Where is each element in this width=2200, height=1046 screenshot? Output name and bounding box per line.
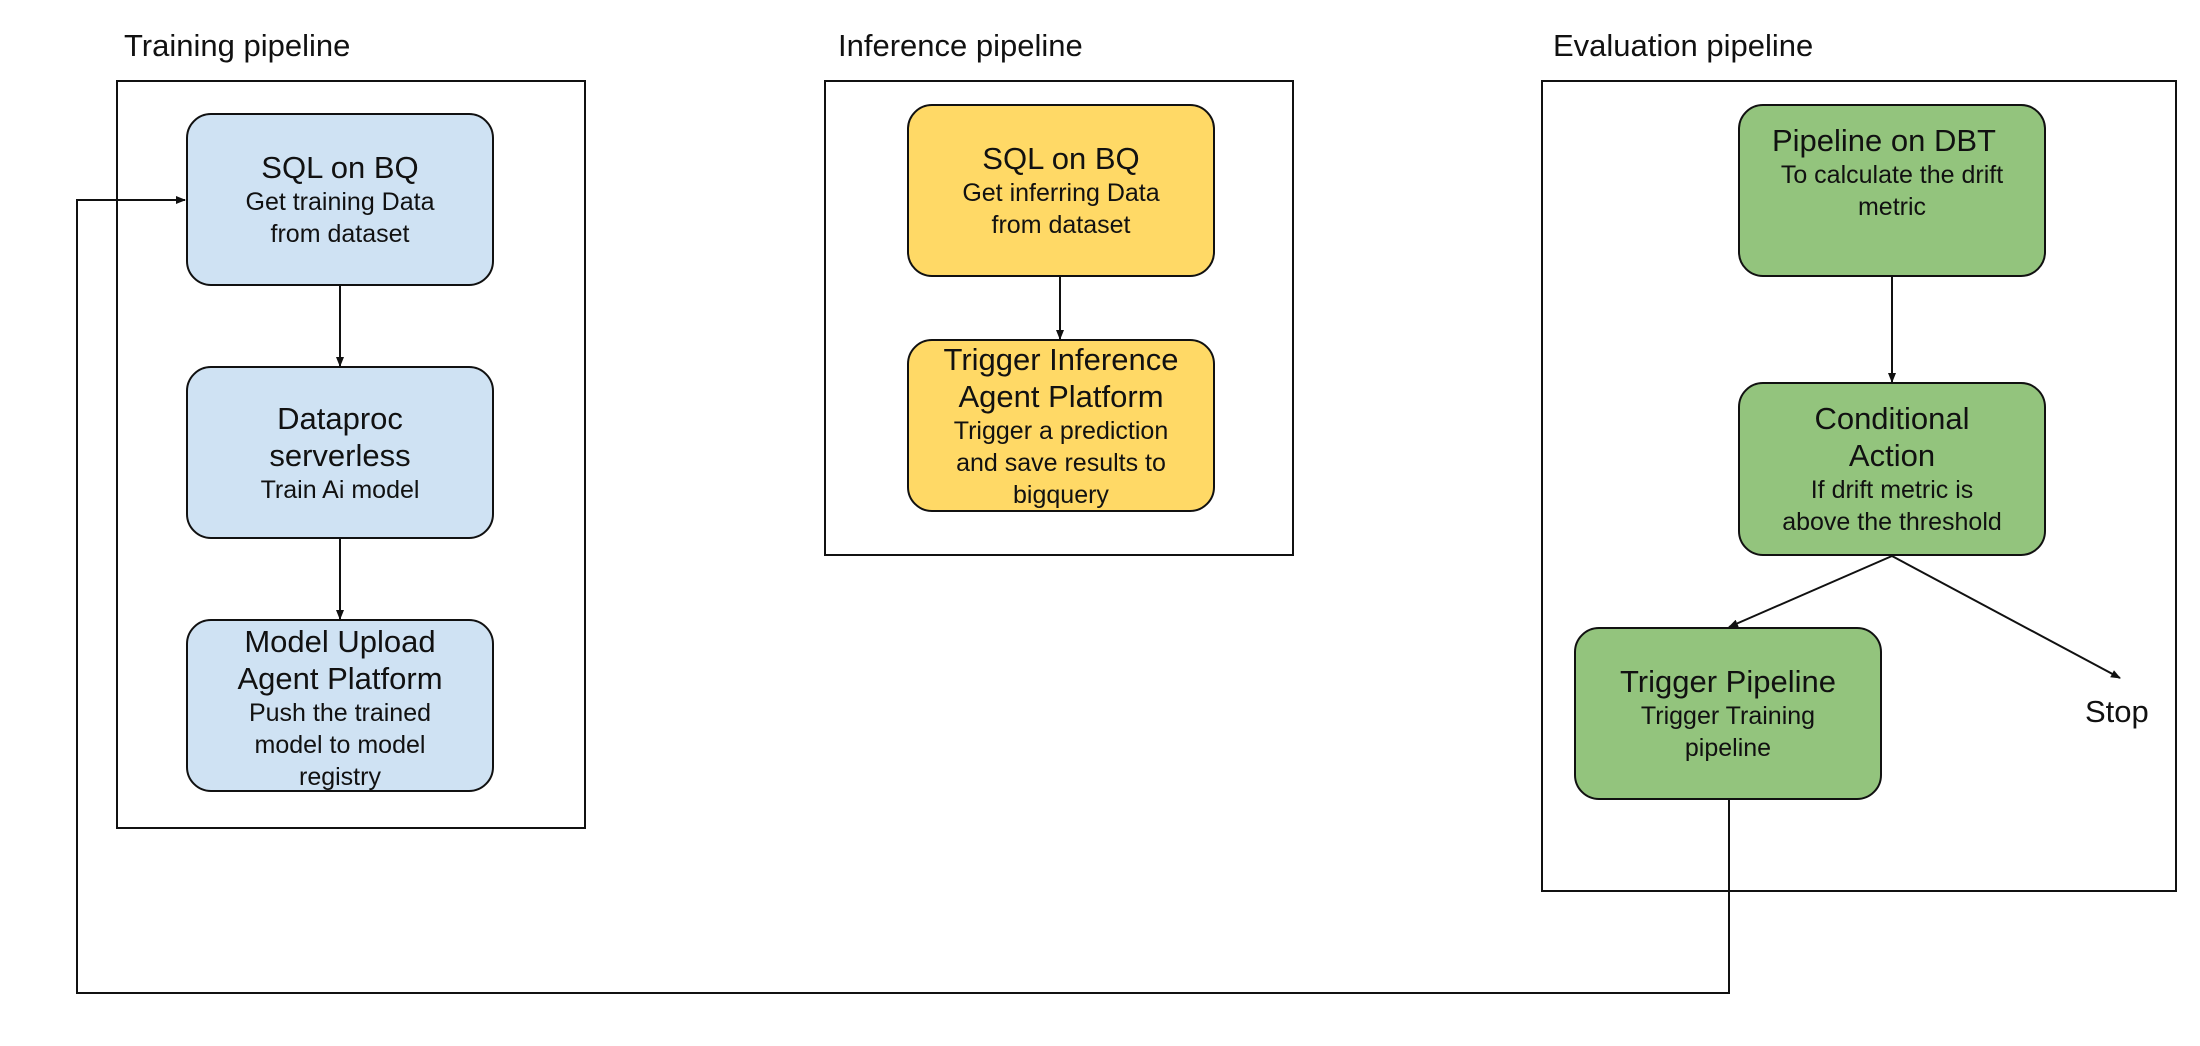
arrow-feedback-loop (76, 196, 1730, 994)
node-title: Trigger Pipeline (1620, 664, 1836, 699)
evaluation-pipeline-frame (1541, 80, 2177, 892)
training-pipeline-title: Training pipeline (124, 28, 351, 63)
node-title: SQL on BQ (982, 141, 1140, 176)
node-description: Trigger a prediction and save results to… (953, 417, 1169, 509)
inference-node-sql-on-bq: SQL on BQ Get inferring Data from datase… (907, 104, 1215, 277)
stop-label: Stop (2085, 694, 2149, 729)
node-title: Conditional Action (1814, 401, 1970, 473)
evaluation-node-trigger-pipeline: Trigger Pipeline Trigger Training pipeli… (1574, 627, 1882, 800)
node-description: If drift metric is above the threshold (1782, 476, 2002, 536)
training-node-model-upload: Model Upload Agent Platform Push the tra… (186, 619, 494, 792)
inference-pipeline-title: Inference pipeline (838, 28, 1083, 63)
training-pipeline-frame (116, 80, 586, 829)
node-title: SQL on BQ (261, 150, 419, 185)
node-description: Get training Data from dataset (245, 188, 435, 248)
training-node-sql-on-bq: SQL on BQ Get training Data from dataset (186, 113, 494, 286)
training-node-dataproc-serverless: Dataproc serverless Train Ai model (186, 366, 494, 539)
inference-node-trigger-inference: Trigger Inference Agent Platform Trigger… (907, 339, 1215, 512)
evaluation-node-conditional-action: Conditional Action If drift metric is ab… (1738, 382, 2046, 556)
node-description: Trigger Training pipeline (1640, 702, 1816, 762)
inference-pipeline-frame (824, 80, 1294, 556)
node-description: To calculate the drift metric (1780, 161, 2004, 221)
node-description: Push the trained model to model registry (248, 699, 432, 791)
node-title: Pipeline on DBT (1771, 123, 1996, 158)
node-title: Trigger Inference Agent Platform (943, 342, 1179, 414)
node-title: Dataproc serverless (269, 400, 411, 473)
evaluation-node-pipeline-on-dbt: Pipeline on DBT To calculate the drift m… (1738, 104, 2046, 277)
node-description: Train Ai model (260, 475, 420, 504)
node-description: Get inferring Data from dataset (962, 179, 1160, 239)
node-title: Model Upload Agent Platform (237, 624, 443, 696)
arrow-conditional-to-trigger-pipeline (1728, 555, 1893, 628)
evaluation-pipeline-title: Evaluation pipeline (1553, 28, 1814, 63)
arrow-conditional-to-stop (1891, 555, 2121, 679)
